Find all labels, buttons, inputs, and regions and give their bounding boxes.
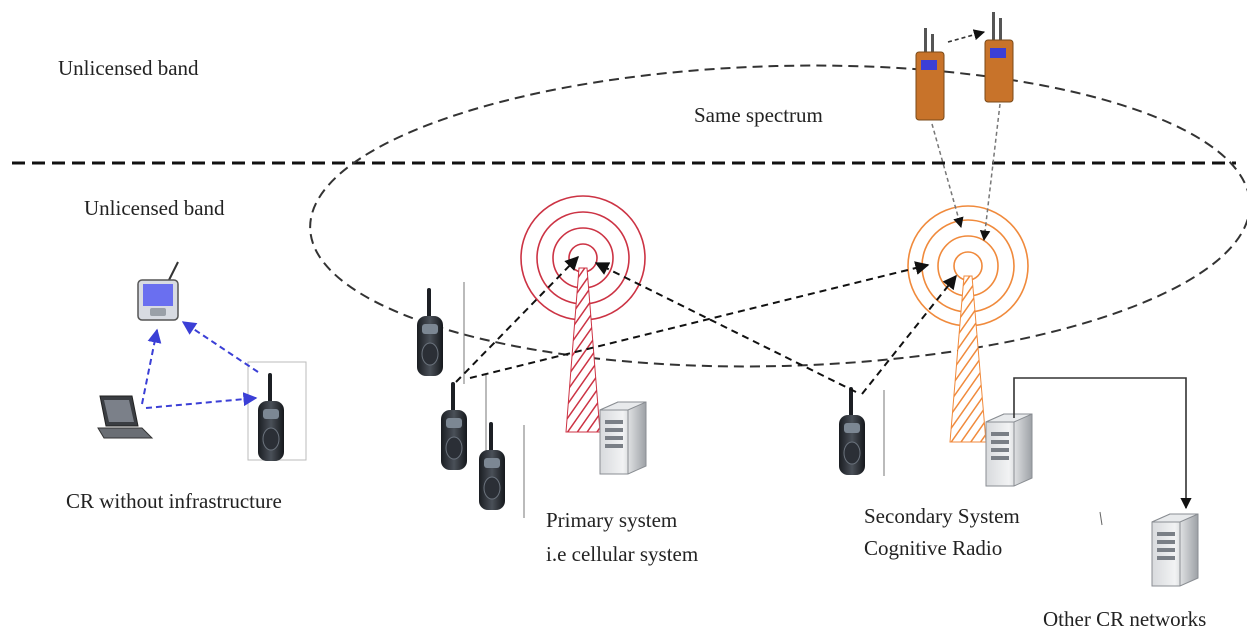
primary-uplink-arrow bbox=[455, 255, 579, 383]
radio-transceiver-icon bbox=[915, 28, 945, 121]
tick-mark bbox=[1099, 511, 1103, 526]
unlicensed-band-label-top: Unlicensed band bbox=[58, 56, 199, 80]
walkie-talkie-icon bbox=[416, 287, 444, 377]
pda-icon bbox=[137, 261, 179, 321]
server-link-arrow bbox=[1013, 377, 1192, 510]
cell-tower-icon bbox=[520, 195, 646, 433]
secondary-user-to-secondary-arrow bbox=[861, 274, 957, 395]
server-icon bbox=[1151, 513, 1199, 587]
server-icon bbox=[985, 413, 1033, 487]
radio-to-tower-link bbox=[931, 123, 964, 229]
walkie-talkie-icon bbox=[257, 372, 285, 462]
same-spectrum-ellipse bbox=[309, 64, 1247, 368]
walkie-talkie-icon bbox=[478, 421, 506, 511]
radio-to-tower-link bbox=[979, 103, 1001, 242]
cr-without-infrastructure-label: CR without infrastructure bbox=[66, 489, 282, 513]
cellular-system-label: i.e cellular system bbox=[546, 542, 699, 566]
cognitive-radio-label: Cognitive Radio bbox=[864, 536, 1003, 560]
unlicensed-band-label-bottom: Unlicensed band bbox=[84, 196, 225, 220]
adhoc-link-radio-pda bbox=[181, 321, 259, 373]
other-cr-networks-label: Other CR networks bbox=[1043, 607, 1207, 631]
radio-transceiver-icon bbox=[984, 12, 1014, 103]
adhoc-link-pda-laptop bbox=[141, 328, 162, 405]
laptop-icon bbox=[97, 395, 154, 439]
server-icon bbox=[599, 401, 647, 475]
secondary-user-to-primary-arrow bbox=[594, 262, 857, 393]
primary-uplink-arrow bbox=[469, 261, 930, 379]
walkie-talkie-icon bbox=[838, 386, 866, 476]
primary-system-label: Primary system bbox=[546, 508, 678, 532]
radio-peer-link bbox=[947, 29, 986, 43]
cell-tower-icon bbox=[907, 205, 1029, 443]
walkie-talkie-icon bbox=[440, 381, 468, 471]
same-spectrum-label: Same spectrum bbox=[694, 103, 823, 127]
secondary-system-label: Secondary System bbox=[864, 504, 1020, 528]
adhoc-link-laptop-radio bbox=[145, 392, 258, 409]
